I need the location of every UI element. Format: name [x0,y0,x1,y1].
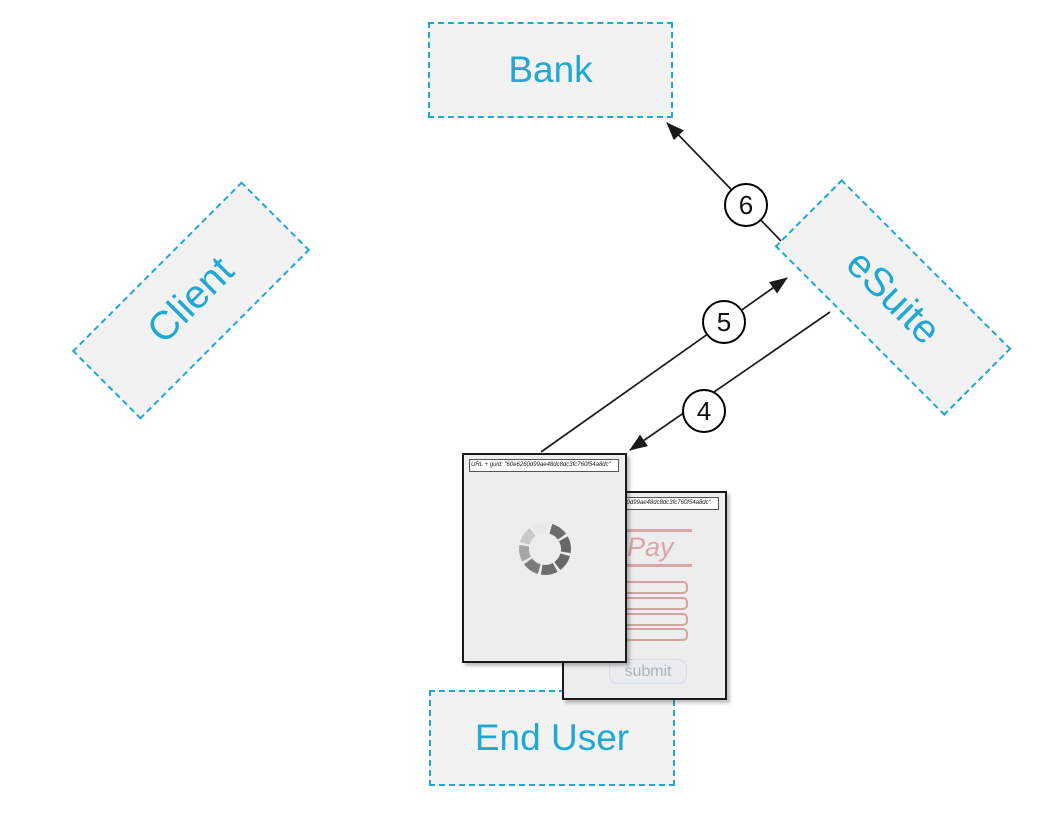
submit-button[interactable]: submit [609,659,687,684]
pay-header-rule-bottom [574,564,692,567]
step-badge-5-label: 5 [716,306,732,337]
step-badge-4-label: 4 [696,395,712,426]
node-client: Client [71,181,311,420]
step-badge-4: 4 [682,389,726,433]
step-badge-6: 6 [724,183,768,227]
step-badge-6-label: 6 [738,189,754,220]
step-badge-5: 5 [702,300,746,344]
node-esuite-label: eSuite [837,241,950,353]
pay-header-rule-top [574,529,692,532]
loading-spinner-icon [519,523,571,575]
submit-button-label: submit [624,662,672,680]
arrow-step-5 [540,277,788,453]
arrow-step-6 [666,122,782,242]
node-end-user: End User [429,690,675,786]
pay-title: Pay [627,532,674,562]
node-esuite: eSuite [774,179,1012,416]
node-client-label: Client [138,248,243,352]
node-bank: Bank [428,22,673,118]
address-bar: URL + guid: "60e6260d99ae48dc8dc3fc760f5… [469,459,619,472]
node-bank-label: Bank [508,49,593,90]
loading-page: URL + guid: "60e6260d99ae48dc8dc3fc760f5… [462,453,627,663]
node-end-user-label: End User [474,717,630,758]
